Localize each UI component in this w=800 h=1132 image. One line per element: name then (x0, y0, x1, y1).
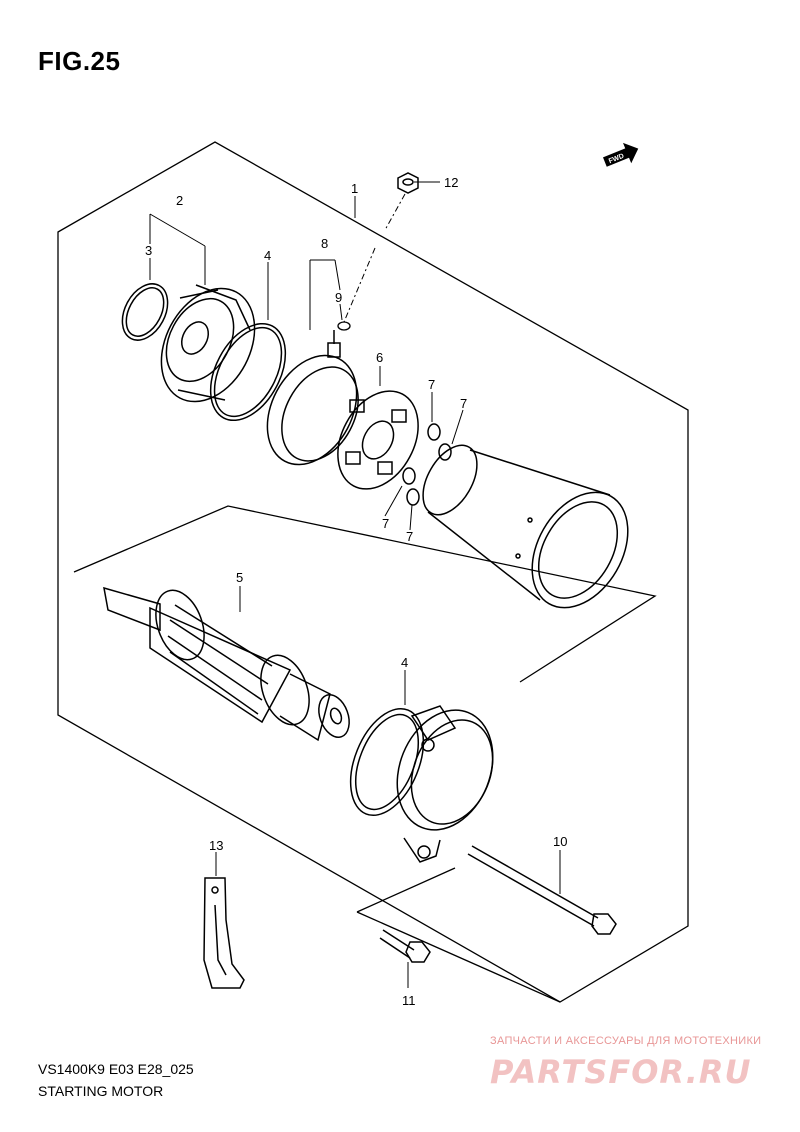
callout-8: 8 (321, 236, 328, 251)
o-ring-part-4-lower (349, 707, 425, 817)
callout-7a: 7 (428, 377, 435, 392)
rear-housing (396, 705, 494, 863)
callout-7d: 7 (406, 529, 413, 544)
callout-9: 9 (335, 290, 342, 305)
callout-11: 11 (402, 993, 416, 1008)
fwd-arrow-icon: FWD (602, 142, 639, 167)
o-ring-part-9 (337, 321, 351, 331)
callout-7b: 7 (460, 396, 467, 411)
bolt-part-10 (467, 845, 617, 935)
callout-4-upper: 4 (264, 248, 271, 263)
callout-6: 6 (376, 350, 383, 365)
watermark-caption: ЗАПЧАСТИ И АКСЕССУАРЫ ДЛЯ МОТОТЕХНИКИ (490, 1035, 762, 1047)
callout-3: 3 (145, 243, 152, 258)
motor-yoke (422, 444, 629, 609)
armature-part-5 (103, 586, 350, 742)
callout-7c: 7 (382, 516, 389, 531)
brush-holder-part-6 (337, 390, 419, 490)
assembly-outline (57, 141, 689, 1003)
armature-frame (73, 505, 657, 683)
watermark-logo: PARTSFOR.RU (490, 1053, 752, 1091)
callout-1: 1 (351, 181, 358, 196)
lower-frame-2 (356, 911, 561, 1003)
leader-lines (149, 181, 561, 988)
callout-4-lower: 4 (401, 655, 408, 670)
callout-10: 10 (553, 834, 567, 849)
brush-spring-part-7 (402, 423, 452, 506)
lower-frame (356, 867, 456, 913)
callout-5: 5 (236, 570, 243, 585)
callout-2: 2 (176, 193, 183, 208)
figure-name: STARTING MOTOR (38, 1083, 164, 1099)
figure-code: VS1400K9 E03 E28_025 (38, 1061, 194, 1077)
o-ring-part-4-upper (209, 322, 287, 422)
brush-plate-part-8 (266, 330, 359, 466)
callout-12: 12 (444, 175, 458, 190)
bolt-part-11 (379, 929, 431, 963)
figure-title: FIG.25 (38, 46, 121, 76)
callout-13: 13 (209, 838, 223, 853)
o-ring-part-3 (121, 283, 169, 341)
callout-labels: 1 2 3 4 4 5 6 7 7 7 7 8 9 10 11 12 13 (145, 175, 567, 1008)
cable-clamp-part-13 (203, 877, 245, 989)
nut-part-12 (397, 172, 419, 194)
